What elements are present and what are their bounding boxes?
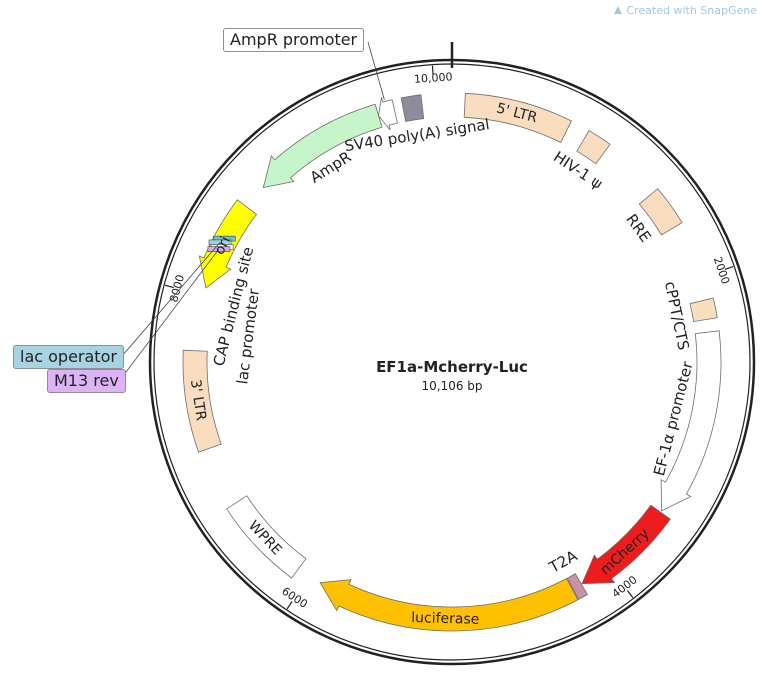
- feature-rre[interactable]: [638, 188, 683, 236]
- feature-t2a[interactable]: [566, 573, 588, 600]
- tick-label: 10,000: [414, 70, 453, 86]
- feature-ampr_prom[interactable]: [378, 97, 398, 131]
- plasmid-backbone: [148, 42, 756, 666]
- tick-mark: [431, 65, 434, 75]
- tick-mark: [164, 284, 174, 289]
- tick-label: 2000: [711, 255, 732, 286]
- feature-ltr5[interactable]: [463, 92, 572, 144]
- tick-mark: [724, 265, 734, 270]
- feature-cppt[interactable]: [689, 297, 718, 323]
- feature-luciferase[interactable]: [319, 577, 579, 632]
- tick-mark: [286, 601, 293, 610]
- snapgene-logo-icon: [614, 6, 623, 14]
- feature-label-t2a: T2A: [545, 546, 581, 577]
- snapgene-watermark: Created with SnapGene: [613, 4, 757, 17]
- callout-leader-line: [121, 242, 221, 357]
- callout-leader-line: [367, 41, 385, 100]
- tick-label: 6000: [279, 585, 310, 611]
- feature-label-cppt: cPPT/CTS: [661, 280, 693, 352]
- watermark-text: Created with SnapGene: [626, 4, 757, 17]
- feature-ef1a[interactable]: [660, 330, 722, 512]
- feature-ltr3[interactable]: [182, 349, 222, 453]
- callout-leader-line: [119, 248, 220, 381]
- plasmid-length: 10,106 bp: [421, 379, 482, 393]
- tick-label: 8000: [167, 273, 187, 303]
- feature-wpre[interactable]: [226, 495, 307, 579]
- callout-m13-rev[interactable]: M13 rev: [47, 369, 126, 393]
- feature-label-ori: ori: [212, 234, 235, 257]
- feature-label-mcherry: mCherry: [597, 526, 652, 579]
- feature-label-luciferase: luciferase: [411, 610, 480, 628]
- tick-mark: [626, 590, 634, 598]
- feature-hiv_psi[interactable]: [576, 129, 611, 165]
- feature-mcherry[interactable]: [581, 504, 671, 585]
- callout-lac-operator[interactable]: lac operator: [13, 345, 124, 369]
- small-features: [119, 41, 385, 381]
- plasmid-name: EF1a-Mcherry-Luc: [376, 358, 528, 376]
- callout-ampr-promoter[interactable]: AmpR promoter: [223, 28, 365, 52]
- features: [182, 92, 722, 632]
- feature-label-ltr3: 3' LTR: [187, 378, 209, 422]
- feature-sv40[interactable]: [400, 94, 425, 122]
